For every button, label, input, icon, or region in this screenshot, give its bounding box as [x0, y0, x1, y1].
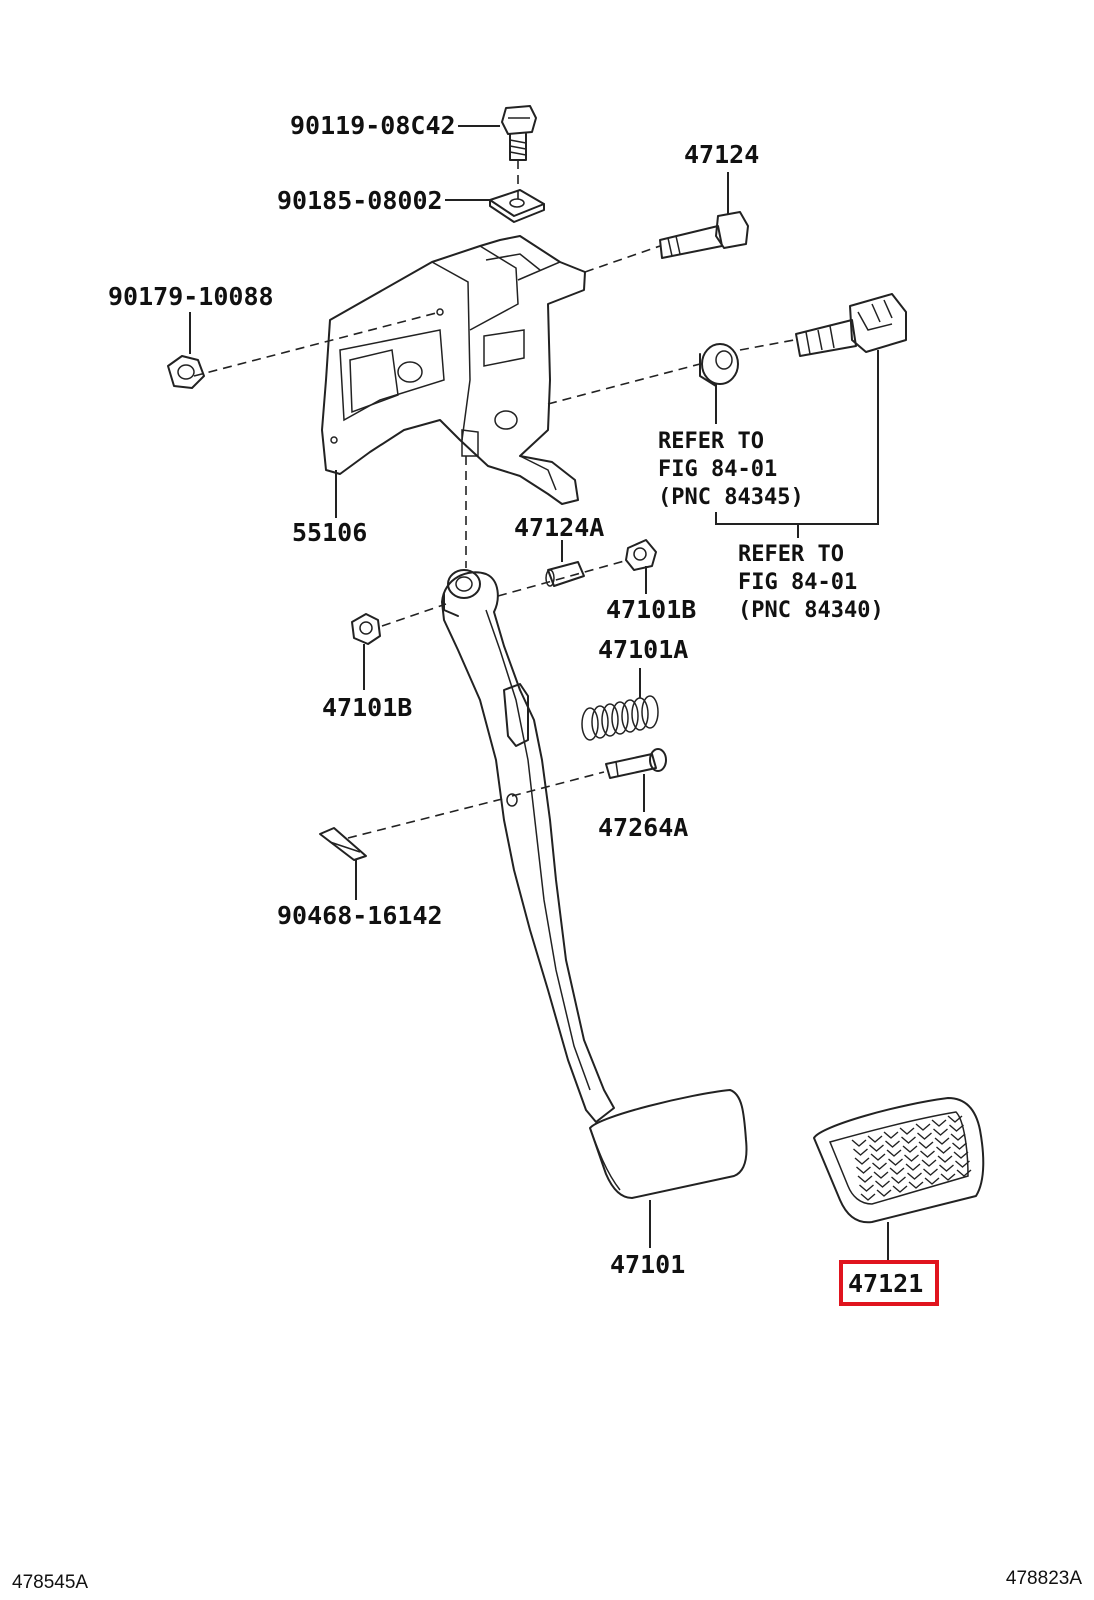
bush-47101B-right-part — [625, 539, 657, 571]
ref-84345-line2: FIG 84-01 — [658, 457, 777, 482]
spring-47101A-part — [581, 695, 659, 741]
label-90179-10088: 90179-10088 — [108, 282, 274, 311]
dash-nut-bracket — [193, 311, 441, 377]
corner-code-right: 478823A — [1006, 1568, 1082, 1589]
label-90119-08C42: 90119-08C42 — [290, 111, 456, 140]
tread-chevron — [924, 1177, 940, 1185]
pin-47264A-part — [605, 748, 667, 779]
nut-90179-part — [167, 355, 205, 389]
tread-chevron — [953, 1151, 969, 1159]
tread-chevron — [915, 1123, 931, 1131]
tread-chevron — [872, 1162, 887, 1170]
pedal-pad-47121-part — [813, 1097, 985, 1224]
tread-chevron — [949, 1124, 964, 1132]
tread-chevron — [902, 1145, 918, 1153]
tread-chevron — [856, 1166, 871, 1174]
tread-chevron — [950, 1133, 966, 1141]
highlight-box-47121 — [839, 1260, 939, 1306]
tread-chevron — [873, 1171, 889, 1179]
label-90468-16142: 90468-16142 — [277, 901, 443, 930]
tread-chevron — [956, 1169, 972, 1177]
tread-chevron — [857, 1175, 873, 1183]
bracket-55106-part — [321, 235, 586, 505]
dash-clip-pedal — [347, 797, 507, 839]
bolt-47124-part — [659, 211, 749, 259]
tread-chevron — [867, 1135, 883, 1143]
corner-code-left: 478545A — [12, 1572, 88, 1593]
tread-chevron — [875, 1180, 890, 1188]
label-90185-08002: 90185-08002 — [277, 186, 443, 215]
label-47124: 47124 — [684, 140, 759, 169]
tread-chevron — [853, 1148, 868, 1156]
tread-chevron — [904, 1154, 919, 1162]
tread-chevron — [888, 1158, 903, 1166]
clip-90468-part — [319, 827, 367, 861]
dash-pin-pedal — [511, 771, 605, 797]
tread-chevron — [885, 1140, 900, 1148]
tread-chevron — [931, 1119, 947, 1127]
ref-84340-line1: REFER TO — [738, 542, 844, 567]
label-47101B-right: 47101B — [606, 595, 696, 624]
tread-chevron — [901, 1136, 916, 1144]
switch-84340-part — [739, 293, 907, 357]
tread-chevron — [939, 1164, 954, 1172]
tread-chevron — [886, 1149, 902, 1157]
tread-chevron — [876, 1189, 892, 1197]
dash-bush-bracket — [547, 363, 701, 405]
tread-chevron — [923, 1168, 938, 1176]
tread-chevron — [933, 1128, 948, 1136]
label-55106: 55106 — [292, 518, 367, 547]
tread-chevron — [870, 1153, 886, 1161]
tread-chevron — [892, 1185, 908, 1193]
bolt-90119-part — [501, 105, 537, 161]
tread-chevron — [905, 1163, 921, 1171]
tread-chevron — [955, 1160, 970, 1168]
dash-pivot — [497, 559, 629, 597]
tread-chevron — [907, 1172, 922, 1180]
label-47101: 47101 — [610, 1250, 685, 1279]
pedal-arm-47101-part — [441, 569, 615, 1123]
label-47101B-left: 47101B — [322, 693, 412, 722]
pad-tread-pattern — [851, 1115, 972, 1201]
tread-chevron — [947, 1115, 963, 1123]
tread-chevron — [891, 1176, 906, 1184]
ref-84345-line3: (PNC 84345) — [658, 485, 804, 510]
tread-chevron — [936, 1146, 951, 1154]
collar-47124A-part — [545, 561, 585, 587]
label-47264A: 47264A — [598, 813, 688, 842]
tread-chevron — [869, 1144, 884, 1152]
tread-chevron — [921, 1159, 937, 1167]
tread-chevron — [934, 1137, 950, 1145]
tread-chevron — [917, 1132, 932, 1140]
nut-47101B-left-part — [351, 613, 381, 645]
pedal-foot-47101-part — [589, 1089, 748, 1199]
label-47121: 47121 — [848, 1269, 923, 1298]
dash-nut-pedal — [381, 603, 447, 627]
tread-chevron — [920, 1150, 935, 1158]
label-47124A: 47124A — [514, 513, 604, 542]
tread-chevron — [851, 1139, 867, 1147]
tread-chevron — [937, 1155, 953, 1163]
tread-chevron — [883, 1131, 899, 1139]
tread-chevron — [899, 1127, 915, 1135]
tread-chevron — [908, 1181, 924, 1189]
washer-90185-part — [489, 189, 545, 223]
ref-84340-line3: (PNC 84340) — [738, 598, 884, 623]
tread-chevron — [854, 1157, 870, 1165]
tread-chevron — [860, 1193, 876, 1201]
ref-84340-line2: FIG 84-01 — [738, 570, 857, 595]
tread-chevron — [918, 1141, 934, 1149]
dash-bolt-bracket — [584, 245, 661, 273]
tread-chevron — [940, 1173, 956, 1181]
tread-chevron — [889, 1167, 905, 1175]
ref-84345-line1: REFER TO — [658, 429, 764, 454]
label-47101A: 47101A — [598, 635, 688, 664]
tread-chevron — [859, 1184, 874, 1192]
tread-chevron — [952, 1142, 967, 1150]
bush-84345-part — [699, 343, 739, 387]
